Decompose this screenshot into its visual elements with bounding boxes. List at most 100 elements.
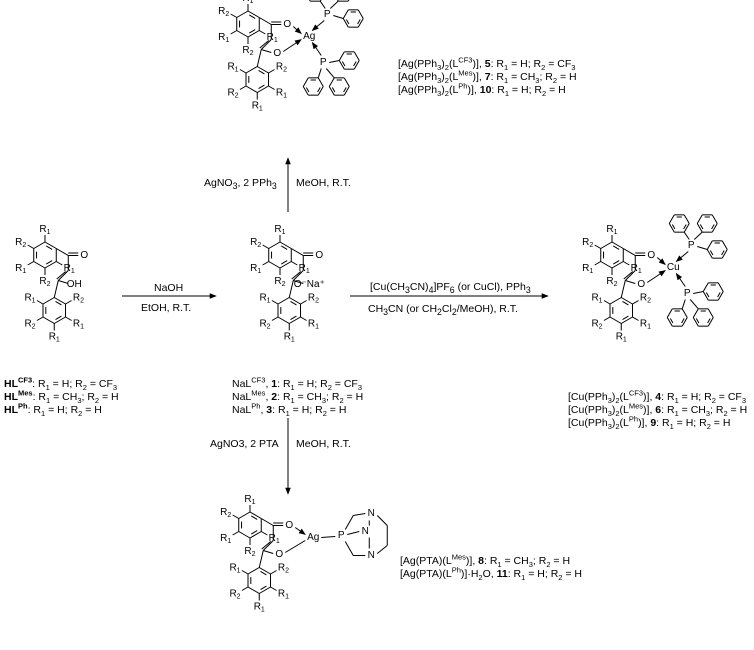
substituent-label: R1: [278, 588, 289, 600]
substituent-bond: [632, 316, 639, 321]
substituent-bond: [594, 244, 601, 249]
legend-entry: [Cu(PPh3)2(LMes)], 6: R1 = CH3; R2 = H: [568, 401, 748, 419]
substituent-label: R1: [244, 494, 255, 506]
cond-cu-solvent: CH3CN (or CH2Cl2/MeOH), R.T.: [368, 303, 518, 318]
substituent-label: R2: [218, 6, 229, 18]
aryl-ring: [259, 586, 271, 594]
substituent-label: R1: [284, 331, 295, 343]
bond: [625, 280, 636, 284]
bond: [258, 550, 264, 568]
phenyl-ring: [666, 308, 673, 318]
bond: [344, 541, 354, 556]
aryl-ring: [42, 316, 55, 324]
substituent-bond: [300, 316, 307, 321]
aryl-ring: [236, 30, 249, 38]
oxygen-atom: O: [273, 48, 281, 59]
legend-copper: [Cu(PPh3)2(LCF3)], 4: R1 = H; R2 = CF3[C…: [568, 388, 748, 430]
legend-entry: [Ag(PPh3)2(LPh)], 10: R1 = H; R2 = H: [398, 81, 566, 99]
substituent-label: R2: [308, 292, 319, 304]
double-bond: [290, 315, 297, 320]
phenyl-ring: [707, 308, 714, 318]
double-bond: [249, 29, 256, 34]
aryl-ring: [621, 297, 633, 305]
substituent-label: R2: [15, 237, 26, 249]
substituent-label: R1: [582, 263, 593, 275]
substituent-bond: [239, 85, 247, 90]
coordination-bond: [646, 270, 666, 283]
cond-meoh-top: MeOH, R.T.: [296, 177, 351, 189]
phenyl-ring: [302, 77, 309, 87]
legend-entry: HLPh: R1 = H; R2 = H: [4, 401, 102, 419]
phosphorus-atom: P: [320, 57, 327, 68]
legend-entry: [Ag(PPh3)2(LCF3)], 5: R1 = H; R2 = CF3: [398, 55, 576, 73]
substituent-label: R1: [254, 601, 265, 613]
phenyl-ring: [343, 86, 350, 96]
substituent-bond: [239, 69, 247, 74]
phenyl-ring: [666, 317, 673, 327]
substituent-label: R1: [269, 533, 280, 545]
double-bond: [671, 224, 676, 230]
double-bond: [46, 260, 53, 265]
substituent-bond: [271, 300, 279, 305]
bond: [321, 536, 336, 538]
oxygen-atom: O: [80, 250, 88, 261]
double-bond: [281, 260, 288, 265]
substituent-bond: [594, 261, 601, 266]
phenyl-ring: [357, 9, 364, 19]
aryl-ring: [33, 241, 46, 249]
substituent-bond: [230, 30, 237, 35]
bond: [376, 545, 388, 554]
legend-entry: [Ag(PPh3)2(LMes)], 7: R1 = CH3; R2 = H: [398, 68, 577, 86]
aryl-ring: [247, 567, 260, 575]
aryl-ring: [268, 241, 281, 249]
bond: [329, 0, 339, 9]
phenyl-ring: [711, 214, 718, 224]
legend-entry: [Cu(PPh3)2(LCF3)], 4: R1 = H; R2 = CF3: [568, 388, 747, 406]
substituent-label: R2: [220, 507, 231, 519]
substituent-label: R2: [24, 318, 35, 330]
aryl-ring: [621, 316, 633, 324]
aryl-ring: [277, 297, 290, 305]
phenyl-ring: [309, 0, 311, 2]
phenyl-ring: [347, 0, 350, 2]
cond-etoh: EtOH, R.T.: [141, 302, 192, 314]
substituent-bond: [300, 300, 307, 305]
aryl-ring: [611, 241, 624, 249]
phenyl-ring: [328, 77, 335, 87]
legend-entry: [Ag(PTA)(LMes)], 8: R1 = CH3; R2 = H: [400, 552, 571, 570]
bond: [333, 15, 344, 19]
bond: [285, 540, 306, 553]
phenyl-ring: [317, 86, 324, 96]
phenyl-ring: [702, 282, 709, 292]
phenyl-ring: [328, 86, 335, 96]
bond: [256, 49, 262, 67]
legend-entry: NaLPh, 3: R1 = H; R2 = H: [232, 401, 347, 419]
bond: [353, 513, 366, 516]
bond: [260, 39, 272, 50]
aryl-ring: [245, 85, 258, 93]
legend-entry: HLCF3: R1 = H; R2 = CF3: [4, 375, 118, 393]
aryl-ring: [289, 297, 301, 305]
double-bond: [55, 315, 62, 320]
substituent-bond: [241, 570, 249, 575]
substituent-label: R2: [227, 87, 238, 99]
substituent-bond: [632, 300, 639, 305]
bond: [317, 68, 322, 78]
double-bond: [707, 318, 711, 324]
aryl-ring: [247, 30, 260, 38]
substituent-bond: [241, 586, 249, 591]
metal-atom: Ag: [303, 31, 315, 42]
phenyl-ring: [319, 0, 322, 2]
substituent-label: R2: [582, 237, 593, 249]
legend-silver-pta: [Ag(PTA)(LMes)], 8: R1 = CH3; R2 = H[Ag(…: [400, 552, 582, 581]
substituent-label: R1: [274, 224, 285, 236]
aryl-ring: [238, 511, 251, 519]
double-bond: [623, 271, 634, 280]
aryl-ring: [54, 316, 66, 324]
double-bond: [305, 87, 310, 93]
nitrogen-atom: N: [362, 526, 369, 537]
double-bond: [251, 530, 258, 535]
bond: [262, 540, 274, 551]
double-bond: [290, 301, 297, 306]
